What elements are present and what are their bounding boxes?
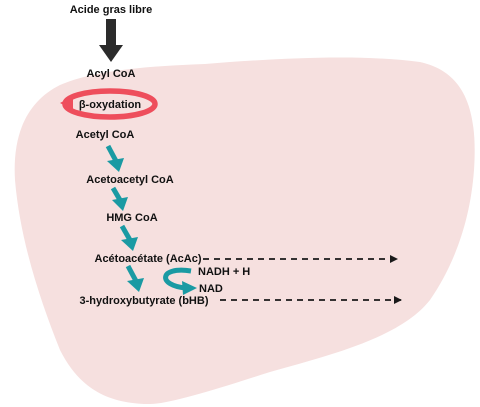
label-3-hydroxybutyrate: 3-hydroxybutyrate (bHB) [80, 295, 209, 307]
label-acetoacetyl-coa: Acetoacetyl CoA [86, 174, 173, 186]
liver-shape [14, 57, 475, 405]
entry-arrow [99, 19, 123, 62]
pathway-arrow-2 [110, 186, 128, 211]
nadh-nad-curved-arrow [163, 267, 197, 295]
label-nadh-h: NADH + H [198, 266, 250, 278]
pathway-arrow-1 [105, 144, 124, 172]
beta-oxydation-cycle-ring [60, 88, 158, 120]
pathway-arrow-4 [125, 264, 144, 292]
label-hmg-coa: HMG CoA [106, 212, 157, 224]
label-beta-oxydation: β-oxydation [79, 99, 142, 111]
label-acyl-coa: Acyl CoA [87, 68, 136, 80]
label-acetoacetate: Acétoacétate (AcAc) [95, 253, 202, 265]
pathway-arrow-3 [119, 224, 138, 251]
label-nad: NAD [199, 283, 223, 295]
label-acetyl-coa: Acetyl CoA [76, 129, 135, 141]
label-acide-gras-libre: Acide gras libre [70, 4, 153, 16]
